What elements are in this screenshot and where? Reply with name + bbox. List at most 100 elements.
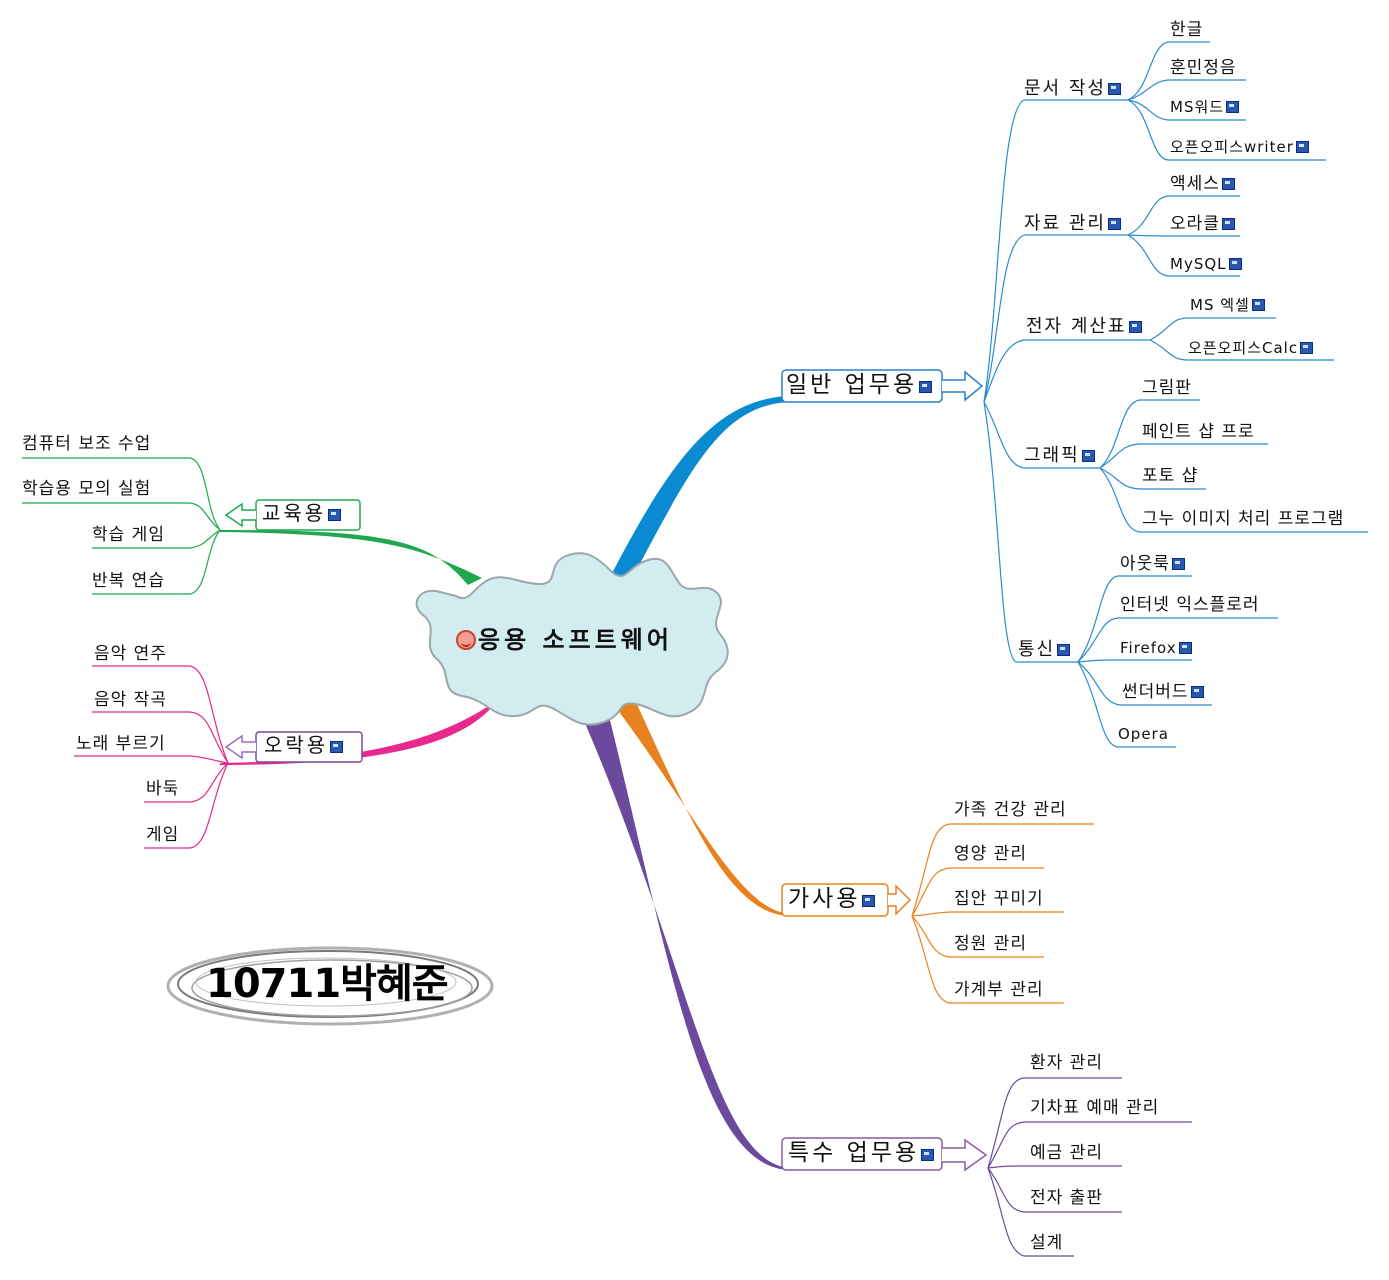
leaf-label: 가족 건강 관리 xyxy=(954,800,1067,820)
leaf-label: 설계 xyxy=(1030,1233,1064,1253)
branch-ent-label: 오락용 xyxy=(264,733,329,757)
sub-label: 자료 관리 xyxy=(1024,213,1106,234)
leaf[interactable]: 환자 관리 xyxy=(1030,1055,1103,1072)
leaf[interactable]: 그누 이미지 처리 프로그램 xyxy=(1142,511,1344,528)
leaf-label: 노래 부르기 xyxy=(76,734,166,754)
leaf[interactable]: 포토 샵 xyxy=(1142,468,1198,485)
leaf-label: 아웃룩 xyxy=(1120,554,1170,574)
sub-work-2[interactable]: 전자 계산표 xyxy=(1026,318,1142,336)
leaf-label: 반복 연습 xyxy=(92,571,165,591)
note-icon[interactable] xyxy=(919,381,933,393)
leaf[interactable]: 아웃룩 xyxy=(1120,556,1185,573)
leaf[interactable]: 정원 관리 xyxy=(954,936,1027,953)
note-icon[interactable] xyxy=(1190,686,1204,698)
leaf[interactable]: MS 엑셀 xyxy=(1190,298,1265,313)
home-lines xyxy=(911,823,1094,1004)
note-icon[interactable] xyxy=(1081,450,1095,462)
note-icon[interactable] xyxy=(1107,218,1121,230)
leaf[interactable]: Firefox xyxy=(1120,641,1192,656)
leaf[interactable]: 훈민정음 xyxy=(1170,60,1237,77)
arrow-icon xyxy=(942,1138,988,1172)
leaf-label: 포토 샵 xyxy=(1142,466,1199,486)
note-icon[interactable] xyxy=(1300,342,1314,354)
leaf[interactable]: 예금 관리 xyxy=(1030,1145,1103,1162)
note-icon[interactable] xyxy=(1226,101,1240,113)
leaf-label: 영양 관리 xyxy=(954,844,1027,864)
leaf-label: 그누 이미지 처리 프로그램 xyxy=(1142,509,1345,529)
note-icon[interactable] xyxy=(1228,258,1242,270)
leaf[interactable]: MS워드 xyxy=(1170,100,1240,115)
leaf[interactable]: 바둑 xyxy=(146,781,179,798)
note-icon[interactable] xyxy=(330,741,344,753)
leaf[interactable]: 반복 연습 xyxy=(92,573,165,590)
leaf[interactable]: 페인트 샵 프로 xyxy=(1142,424,1255,441)
leaf[interactable]: MySQL xyxy=(1170,257,1242,272)
note-icon[interactable] xyxy=(1107,83,1121,95)
leaf[interactable]: 액세스 xyxy=(1170,176,1235,193)
central-node-shape xyxy=(415,552,729,726)
leaf[interactable]: 오픈오피스writer xyxy=(1170,140,1309,155)
leaf[interactable]: 가족 건강 관리 xyxy=(954,802,1067,819)
leaf[interactable]: 게임 xyxy=(146,827,179,844)
leaf[interactable]: Opera xyxy=(1118,727,1169,742)
leaf-label: 기차표 예매 관리 xyxy=(1030,1098,1160,1118)
branch-ent[interactable]: 오락용 xyxy=(264,733,344,757)
arrow-icon xyxy=(888,884,912,916)
leaf[interactable]: 그림판 xyxy=(1142,380,1192,397)
note-icon[interactable] xyxy=(1128,321,1142,333)
smiley-icon xyxy=(456,630,476,650)
leaf[interactable]: 음악 작곡 xyxy=(94,692,167,709)
leaf[interactable]: 노래 부르기 xyxy=(76,736,166,753)
leaf[interactable]: 집안 꾸미기 xyxy=(954,891,1044,908)
note-icon[interactable] xyxy=(1171,558,1185,570)
note-icon[interactable] xyxy=(1251,299,1265,311)
note-icon[interactable] xyxy=(1221,218,1235,230)
leaf-label: 게임 xyxy=(146,825,180,845)
note-icon[interactable] xyxy=(328,509,342,521)
leaf[interactable]: 영양 관리 xyxy=(954,846,1027,863)
branch-edu[interactable]: 교육용 xyxy=(262,503,342,523)
leaf-label: Firefox xyxy=(1120,639,1177,657)
branch-edu-connector xyxy=(220,530,482,585)
leaf[interactable]: 전자 출판 xyxy=(1030,1190,1103,1207)
leaf[interactable]: 음악 연주 xyxy=(94,646,167,663)
leaf[interactable]: 설계 xyxy=(1030,1235,1063,1252)
note-icon[interactable] xyxy=(1178,642,1192,654)
branch-home[interactable]: 가사용 xyxy=(788,888,876,911)
leaf-label: 한글 xyxy=(1170,20,1204,40)
note-icon[interactable] xyxy=(862,895,876,907)
leaf-label: 페인트 샵 프로 xyxy=(1142,422,1255,442)
leaf-label: Opera xyxy=(1118,725,1169,743)
branch-work[interactable]: 일반 업무용 xyxy=(786,372,933,398)
leaf-label: MySQL xyxy=(1170,255,1227,273)
leaf[interactable]: 학습 게임 xyxy=(92,527,165,544)
leaf-label: 액세스 xyxy=(1170,174,1220,194)
sub-work-4[interactable]: 통신 xyxy=(1018,641,1071,659)
leaf-label: 음악 작곡 xyxy=(94,690,167,710)
leaf[interactable]: 기차표 예매 관리 xyxy=(1030,1100,1159,1117)
sub-work-1[interactable]: 자료 관리 xyxy=(1024,215,1121,233)
leaf[interactable]: 학습용 모의 실험 xyxy=(22,481,151,498)
note-icon[interactable] xyxy=(1295,141,1309,153)
leaf[interactable]: 컴퓨터 보조 수업 xyxy=(22,436,151,453)
sub-work-3[interactable]: 그래픽 xyxy=(1024,447,1095,465)
leaf[interactable]: 오라클 xyxy=(1170,216,1235,233)
branch-special-connector xyxy=(575,700,790,1170)
leaf[interactable]: 인터넷 익스플로러 xyxy=(1120,597,1260,614)
sub-label: 그래픽 xyxy=(1024,445,1080,466)
leaf[interactable]: 오픈오피스Calc xyxy=(1188,341,1314,356)
leaf[interactable]: 썬더버드 xyxy=(1122,684,1204,701)
leaf-label: 음악 연주 xyxy=(94,644,167,664)
sub-work-0[interactable]: 문서 작성 xyxy=(1024,80,1121,98)
leaf[interactable]: 한글 xyxy=(1170,22,1203,39)
central-node[interactable]: 응용 소프트웨어 xyxy=(456,628,673,652)
central-node-label: 응용 소프트웨어 xyxy=(478,626,673,654)
note-icon[interactable] xyxy=(921,1149,935,1161)
note-icon[interactable] xyxy=(1057,644,1071,656)
leaf[interactable]: 가계부 관리 xyxy=(954,982,1044,999)
branch-work-label: 일반 업무용 xyxy=(786,372,918,398)
leaf-label: 정원 관리 xyxy=(954,934,1027,954)
branch-special[interactable]: 특수 업무용 xyxy=(788,1142,935,1165)
note-icon[interactable] xyxy=(1221,178,1235,190)
